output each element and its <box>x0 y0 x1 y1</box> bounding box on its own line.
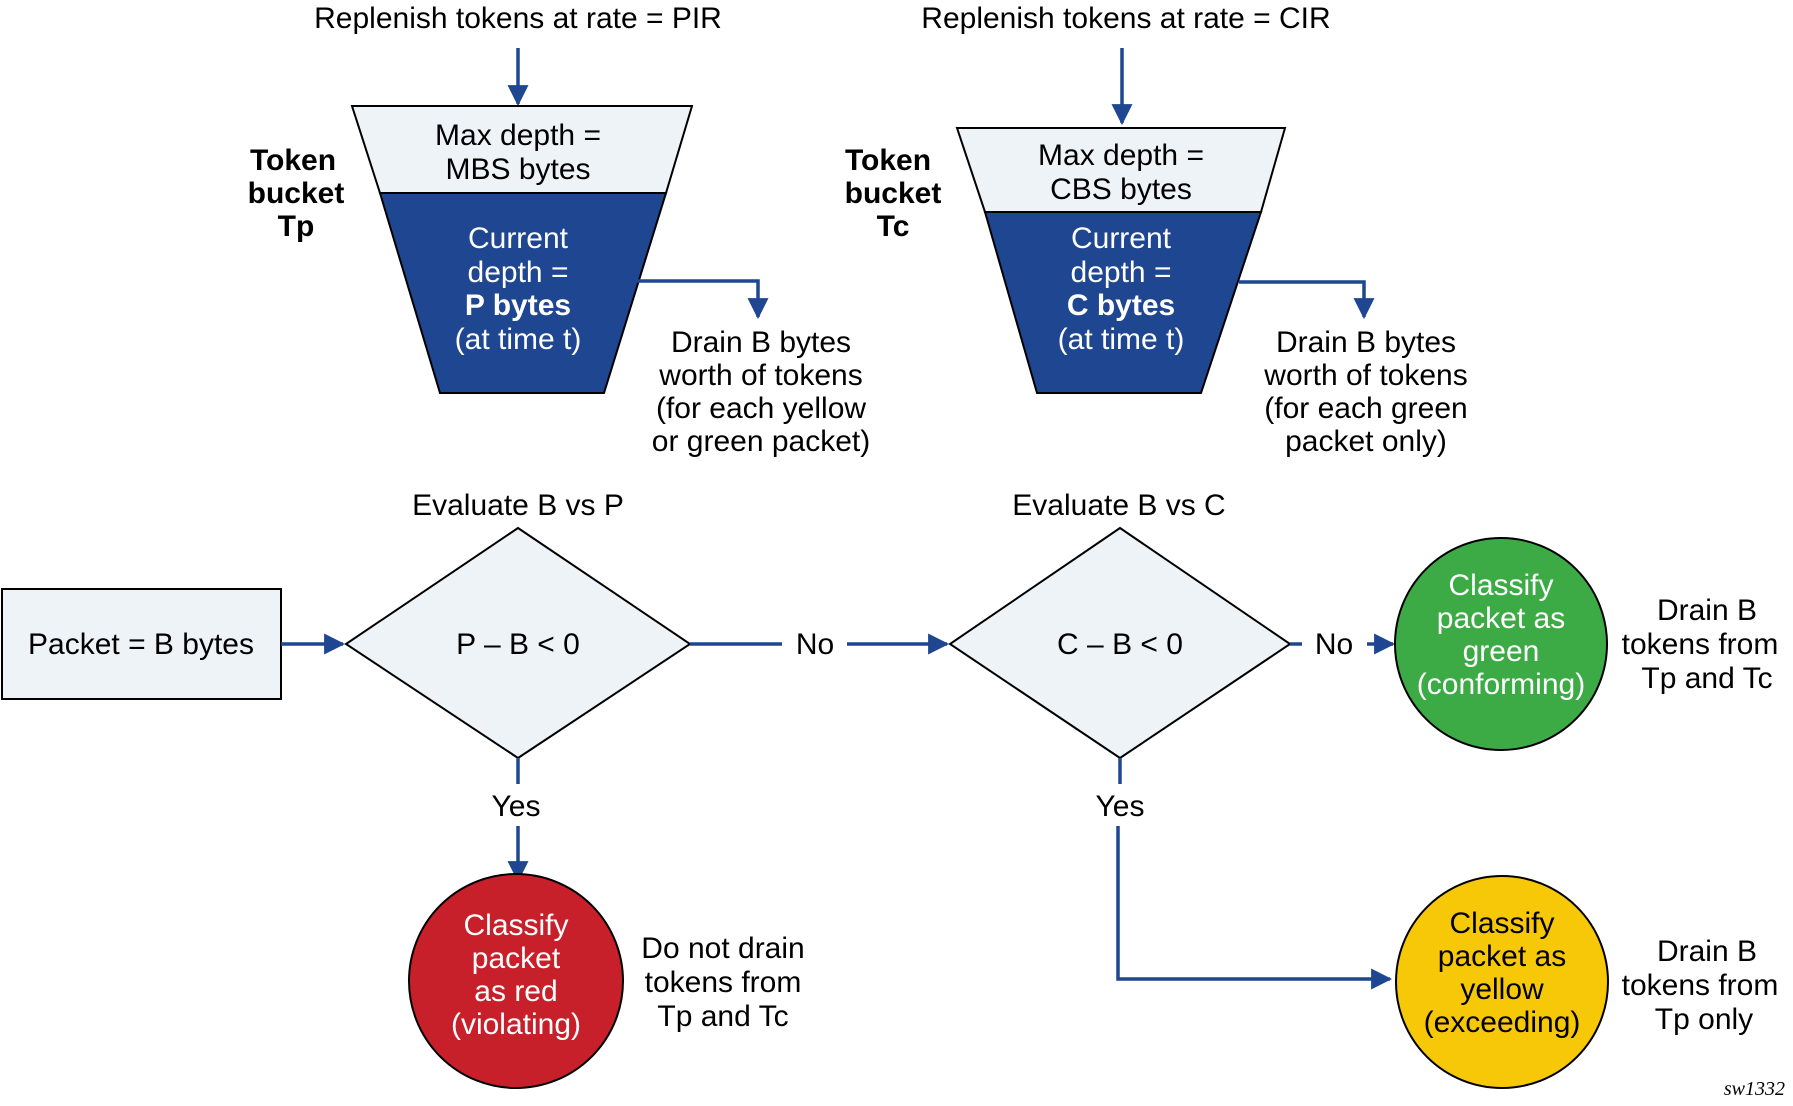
bucket-tc-current-line: depth = <box>1071 256 1172 289</box>
red-line: Classify <box>463 909 568 942</box>
outcome-yellow-note: Drain B tokens from Tp only <box>1622 935 1779 1036</box>
bucket-tp-current-line: Current <box>468 222 569 255</box>
bucket-tc-max-line: CBS bytes <box>1050 173 1192 206</box>
bucket-tp-current-line: depth = <box>468 256 569 289</box>
yellow-circle <box>1395 875 1609 1089</box>
bucket-tp-current-region <box>378 192 668 394</box>
green-line: Classify <box>1448 569 1553 602</box>
red-line: packet <box>472 942 561 975</box>
decision-c-no-label: No <box>1315 628 1353 661</box>
red-note-line: tokens from <box>645 966 802 999</box>
token-bucket-tc-name: Token bucket Tc <box>845 144 942 243</box>
decision-c-condition: C – B < 0 <box>1057 628 1183 661</box>
bucket-name-line: bucket <box>845 177 942 210</box>
drain-tp-arrow <box>637 279 769 320</box>
bucket-name-line: Token <box>250 144 336 177</box>
green-line: packet as <box>1437 602 1565 635</box>
decision-c-yes-label: Yes <box>1096 790 1145 823</box>
drain-tc-line: (for each green <box>1264 392 1467 425</box>
bucket-tc-current-region <box>983 211 1263 394</box>
bucket-tp-max-line: MBS bytes <box>445 153 590 186</box>
bucket-tc-current-line: (at time t) <box>1058 323 1185 356</box>
drain-tp-line: or green packet) <box>652 425 870 458</box>
bucket-tp-max-line: Max depth = <box>435 119 601 152</box>
drain-tc-line: worth of tokens <box>1263 359 1467 392</box>
drain-tc-label: Drain B bytes worth of tokens (for each … <box>1263 326 1467 458</box>
green-note-line: Tp and Tc <box>1641 662 1772 695</box>
outcome-yellow: Classify packet as yellow (exceeding) <box>1395 875 1609 1089</box>
bucket-tp: Max depth = MBS bytes Current depth = P … <box>350 105 694 394</box>
bucket-tp-current-line: (at time t) <box>455 323 582 356</box>
bucket-name-line: Tp <box>278 210 315 243</box>
decision-p-condition: P – B < 0 <box>456 628 580 661</box>
outcome-green: Classify packet as green (conforming) <box>1394 537 1608 751</box>
drain-tp-line: worth of tokens <box>658 359 862 392</box>
green-line: green <box>1463 635 1540 668</box>
outcome-red-note: Do not drain tokens from Tp and Tc <box>641 932 804 1033</box>
green-line: (conforming) <box>1417 668 1585 701</box>
decision-c-heading: Evaluate B vs C <box>1012 489 1225 522</box>
decision-p-no-label: No <box>796 628 834 661</box>
drain-tc-line: packet only) <box>1285 425 1447 458</box>
red-line: (violating) <box>451 1008 581 1041</box>
yellow-line: (exceeding) <box>1424 1006 1581 1039</box>
yellow-line: Classify <box>1449 907 1554 940</box>
red-note-line: Tp and Tc <box>657 1000 788 1033</box>
decision-c-yes-arrow <box>1116 826 1393 990</box>
red-line: as red <box>474 975 557 1008</box>
drain-tp-line: (for each yellow <box>656 392 866 425</box>
yellow-note-line: tokens from <box>1622 969 1779 1002</box>
packet-label: Packet = B bytes <box>28 628 254 661</box>
yellow-note-line: Tp only <box>1655 1003 1753 1036</box>
drain-tc-line: Drain B bytes <box>1276 326 1456 359</box>
decision-p-yes-label: Yes <box>492 790 541 823</box>
yellow-line: yellow <box>1460 973 1544 1006</box>
bucket-tc-current-line: C bytes <box>1067 289 1175 322</box>
figure-reference: sw1332 <box>1724 1078 1785 1100</box>
bucket-tp-current-line: P bytes <box>465 289 571 322</box>
outcome-green-note: Drain B tokens from Tp and Tc <box>1622 594 1779 695</box>
token-bucket-tp-name: Token bucket Tp <box>248 144 345 243</box>
drain-tp-line: Drain B bytes <box>671 326 851 359</box>
replenish-cir-label: Replenish tokens at rate = CIR <box>921 2 1330 35</box>
drain-tc-arrow <box>1239 280 1375 320</box>
bucket-tc-max-line: Max depth = <box>1038 139 1204 172</box>
green-circle <box>1394 537 1608 751</box>
packet-box <box>1 588 282 700</box>
red-note-line: Do not drain <box>641 932 804 965</box>
bucket-name-line: bucket <box>248 177 345 210</box>
green-note-line: Drain B <box>1657 594 1757 627</box>
green-note-line: tokens from <box>1622 628 1779 661</box>
yellow-note-line: Drain B <box>1657 935 1757 968</box>
drain-tp-label: Drain B bytes worth of tokens (for each … <box>652 326 870 458</box>
bucket-tc-current-line: Current <box>1071 222 1172 255</box>
bucket-name-line: Tc <box>877 210 910 243</box>
bucket-name-line: Token <box>845 144 931 177</box>
yellow-line: packet as <box>1438 940 1566 973</box>
red-circle <box>408 873 624 1089</box>
bucket-tc: Max depth = CBS bytes Current depth = C … <box>955 127 1287 394</box>
decision-p-heading: Evaluate B vs P <box>412 489 624 522</box>
outcome-red: Classify packet as red (violating) <box>408 873 624 1089</box>
replenish-pir-label: Replenish tokens at rate = PIR <box>314 2 722 35</box>
